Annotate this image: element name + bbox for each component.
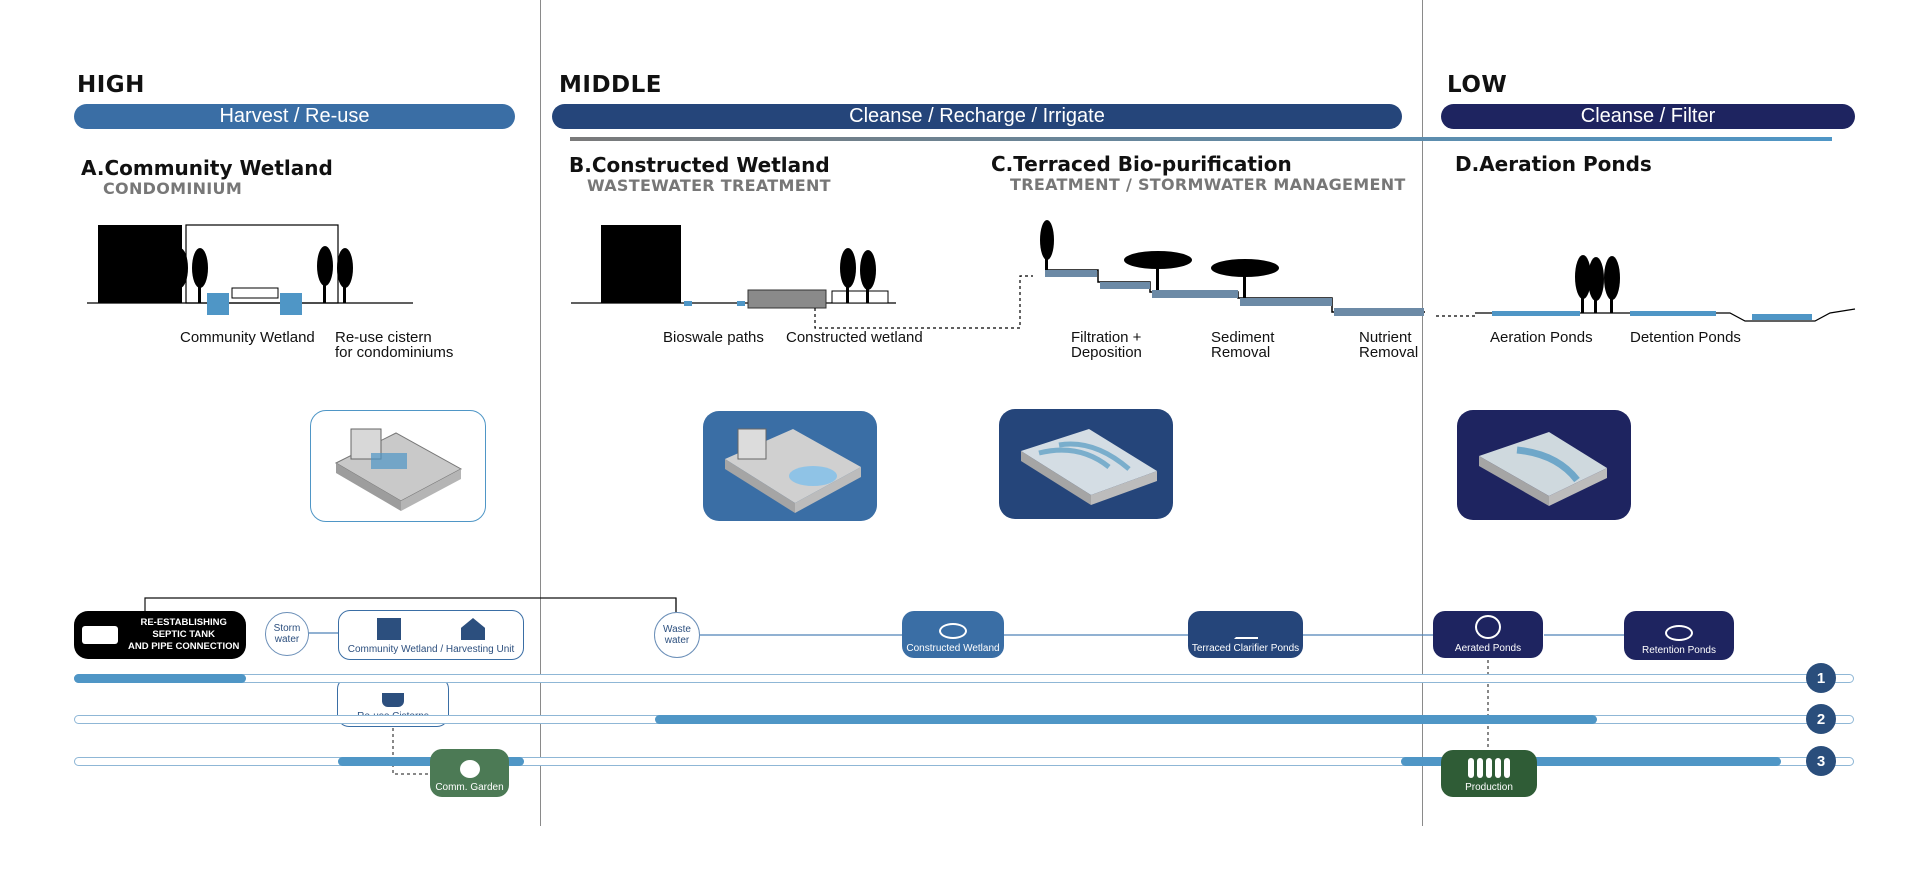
thumbnail-community-wetland — [310, 410, 486, 522]
septic-tank-node[interactable]: RE-ESTABLISHING SEPTIC TANK AND PIPE CON… — [74, 611, 246, 659]
comm-garden-label: Comm. Garden — [435, 782, 504, 793]
stormwater-line-2: water — [274, 634, 300, 645]
house-rain-icon — [461, 618, 485, 640]
track-1 — [74, 674, 1854, 683]
label-for-condominiums: for condominiums — [335, 344, 454, 361]
septic-tank-icon — [82, 626, 118, 644]
label-nutrient: Nutrient — [1359, 329, 1412, 346]
retention-ponds-node[interactable]: Retention Ponds — [1624, 611, 1734, 660]
divider-middle-low — [1422, 0, 1423, 826]
cistern-icon — [382, 693, 404, 707]
wastewater-line-1: Waste — [663, 624, 691, 635]
poplar-trees-icon — [1468, 758, 1510, 778]
wetland-icon — [939, 623, 967, 639]
label-community-wetland: Community Wetland — [180, 329, 315, 346]
section-b-subtitle: WASTEWATER TREATMENT — [587, 176, 831, 195]
label-sediment: Sediment — [1211, 329, 1275, 346]
aerated-ponds-label: Aerated Ponds — [1454, 643, 1522, 654]
wastewater-node[interactable]: Waste water — [654, 612, 700, 658]
building-icon — [377, 618, 401, 640]
gradient-rule — [570, 137, 1832, 141]
track-3-number: 3 — [1806, 746, 1836, 776]
bar-harvest: Harvest / Re-use — [74, 104, 515, 129]
zone-high: HIGH — [77, 72, 145, 98]
section-a-title: A.Community Wetland — [81, 156, 333, 180]
bar-cleanse-recharge: Cleanse / Recharge / Irrigate — [552, 104, 1402, 129]
section-b-title: B.Constructed Wetland — [569, 153, 830, 177]
constructed-wetland-node-label: Constructed Wetland — [906, 643, 1000, 654]
label-sediment-removal: Removal — [1211, 344, 1271, 361]
stormwater-node[interactable]: Storm water — [265, 612, 309, 656]
section-a-diagram — [87, 224, 413, 315]
zone-middle: MIDDLE — [559, 72, 662, 98]
community-wetland-node-label: Community Wetland / Harvesting Unit — [347, 644, 515, 655]
label-detention-ponds: Detention Ponds — [1630, 329, 1741, 346]
section-c-title: C.Terraced Bio-purification — [991, 152, 1292, 176]
stormwater-line-1: Storm — [273, 623, 301, 634]
reeds-icon — [1233, 621, 1258, 639]
constructed-wetland-node[interactable]: Constructed Wetland — [902, 611, 1004, 658]
wastewater-line-2: water — [664, 635, 690, 646]
comm-garden-node[interactable]: Comm. Garden — [430, 749, 509, 797]
terraced-ponds-node[interactable]: Terraced Clarifier Ponds — [1188, 611, 1303, 658]
terraced-ponds-label: Terraced Clarifier Ponds — [1191, 643, 1300, 654]
section-d-title: D.Aeration Ponds — [1455, 152, 1652, 176]
thumbnail-constructed-wetland — [703, 411, 877, 521]
label-constructed-wetland: Constructed wetland — [786, 329, 923, 346]
zone-low: LOW — [1447, 72, 1508, 98]
retention-ponds-label: Retention Ponds — [1642, 645, 1716, 656]
section-b-diagram — [571, 225, 1033, 329]
divider-high-middle — [540, 0, 541, 826]
track-1-number: 1 — [1806, 663, 1836, 693]
section-a-subtitle: CONDOMINIUM — [103, 179, 243, 198]
track-1-fill — [74, 674, 246, 683]
label-bioswale-paths: Bioswale paths — [663, 329, 764, 346]
aerated-ponds-node[interactable]: Aerated Ponds — [1433, 611, 1543, 658]
thumbnail-aeration-ponds — [1457, 410, 1631, 520]
track-3-fill-b — [1401, 757, 1781, 766]
label-deposition: Deposition — [1071, 344, 1142, 361]
pond-icon — [1665, 625, 1693, 641]
septic-line-1: RE-ESTABLISHING — [140, 617, 227, 628]
bar-cleanse-filter: Cleanse / Filter — [1441, 104, 1855, 129]
production-node[interactable]: Production — [1441, 750, 1537, 797]
thumbnail-terraced-bio-purification — [999, 409, 1173, 519]
label-reuse-cistern: Re-use cistern — [335, 329, 432, 346]
section-c-diagram — [1040, 220, 1476, 317]
garden-icon — [459, 760, 480, 778]
septic-line-2: SEPTIC TANK — [152, 629, 215, 640]
track-3 — [74, 757, 1854, 766]
section-d-diagram — [1475, 255, 1856, 322]
label-aeration-ponds: Aeration Ponds — [1490, 329, 1593, 346]
track-2-fill — [655, 715, 1597, 724]
trees-icon — [1475, 615, 1501, 639]
community-wetland-node[interactable]: Community Wetland / Harvesting Unit — [338, 610, 524, 660]
section-c-subtitle: TREATMENT / STORMWATER MANAGEMENT — [1010, 175, 1406, 194]
production-label: Production — [1465, 782, 1513, 793]
track-2-number: 2 — [1806, 704, 1836, 734]
label-nutrient-removal: Removal — [1359, 344, 1419, 361]
label-filtration: Filtration + — [1071, 329, 1142, 346]
septic-line-3: AND PIPE CONNECTION — [128, 641, 240, 652]
